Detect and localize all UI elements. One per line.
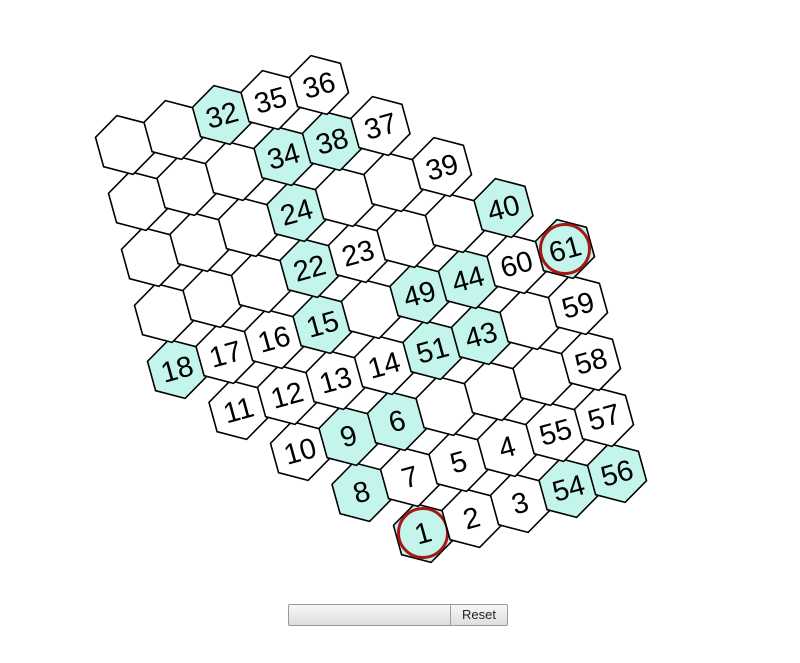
hex-cell[interactable]: 13 xyxy=(305,349,366,411)
hex-cell[interactable]: 14 xyxy=(353,334,415,396)
hex-cell[interactable]: 60 xyxy=(486,233,547,295)
hex-cell[interactable]: 55 xyxy=(525,401,586,463)
hex-cell[interactable]: 3 xyxy=(489,472,551,534)
hex-cell[interactable]: 54 xyxy=(538,457,599,519)
hex-cell[interactable]: 58 xyxy=(560,330,622,392)
hex-cell[interactable]: 56 xyxy=(586,442,648,504)
hex-cell[interactable]: 39 xyxy=(411,136,473,198)
hex-cell[interactable]: 23 xyxy=(327,222,389,284)
hex-cell[interactable]: 32 xyxy=(191,84,253,146)
hex-cell[interactable]: 2 xyxy=(441,487,502,549)
hex-cell[interactable]: 40 xyxy=(473,177,534,239)
undo-button[interactable] xyxy=(288,604,450,626)
hex-cell[interactable]: 59 xyxy=(547,274,609,336)
hex-cell[interactable]: 35 xyxy=(240,69,301,131)
hex-shape xyxy=(473,177,534,239)
hex-cell[interactable]: 17 xyxy=(195,323,256,385)
hex-cell[interactable]: 43 xyxy=(450,304,512,366)
hex-cell[interactable]: 57 xyxy=(573,386,635,448)
hex-cell[interactable]: 18 xyxy=(146,338,208,400)
hex-cell[interactable]: 44 xyxy=(437,248,499,310)
reset-button[interactable]: Reset xyxy=(450,604,508,626)
hex-shape xyxy=(534,218,596,280)
hex-shape xyxy=(586,442,648,504)
hex-shape xyxy=(350,95,411,157)
hex-shape xyxy=(288,54,350,116)
hex-cell[interactable]: 16 xyxy=(243,308,305,370)
hex-cell[interactable]: 12 xyxy=(256,364,318,426)
hex-cell[interactable]: 38 xyxy=(301,110,363,172)
hex-cell[interactable]: 34 xyxy=(253,125,314,187)
hex-cell[interactable]: 1 xyxy=(392,502,454,564)
hex-shape xyxy=(573,386,635,448)
hex-cell[interactable]: 22 xyxy=(279,237,340,299)
control-bar: Reset xyxy=(288,604,508,626)
hex-cell[interactable]: 9 xyxy=(318,405,379,467)
hex-cell[interactable]: 37 xyxy=(350,95,411,157)
hex-cell[interactable]: 6 xyxy=(366,390,428,452)
hex-shape xyxy=(560,330,622,392)
hex-cell[interactable]: 10 xyxy=(269,420,331,482)
hex-cell[interactable]: 11 xyxy=(208,379,269,441)
hex-shape xyxy=(411,136,473,198)
hex-cell[interactable]: 5 xyxy=(428,431,489,493)
endpoint-marker xyxy=(539,223,591,275)
hex-cell[interactable]: 24 xyxy=(266,181,327,243)
hex-shape xyxy=(547,274,609,336)
hex-cell[interactable]: 61 xyxy=(534,218,596,280)
hex-cell[interactable]: 15 xyxy=(292,293,353,355)
hex-cell[interactable]: 4 xyxy=(476,416,538,478)
hex-cell[interactable]: 36 xyxy=(288,54,350,116)
